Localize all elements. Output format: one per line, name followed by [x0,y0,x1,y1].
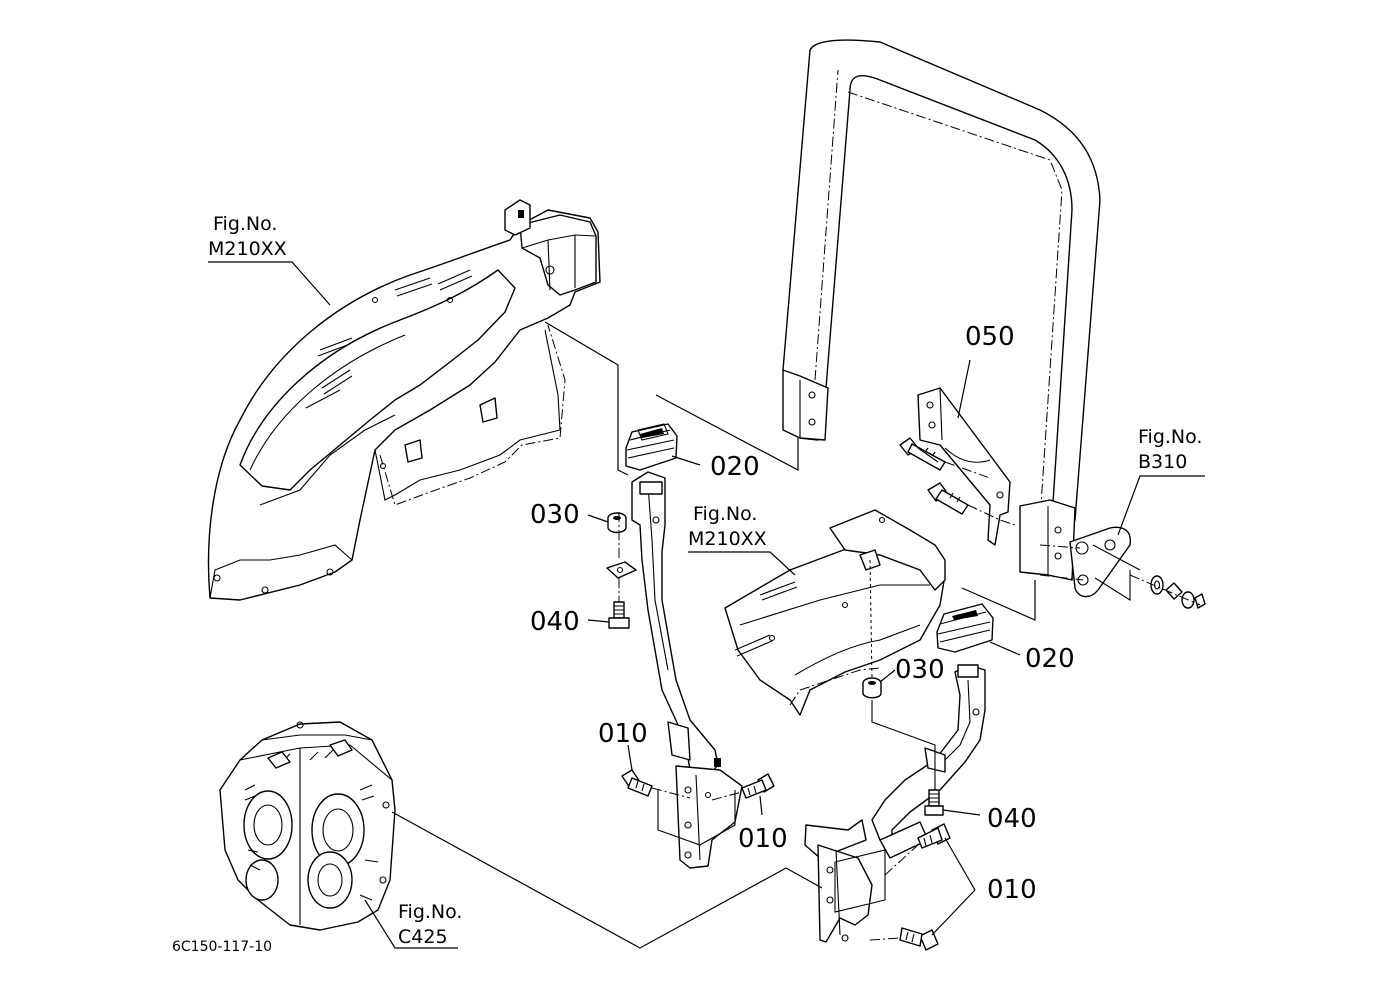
callout-040-right: 040 [987,804,1037,834]
fig-b310-code: B310 [1138,451,1187,473]
washer-nut-set [1129,574,1206,609]
transmission-case [219,721,396,931]
fig-right-fender-leader [688,551,796,576]
left-spacer-030 [607,512,627,534]
p010-left-a-leader [627,744,633,771]
left-rubber-mount-020 [625,423,678,471]
fig-left-fender-prefix: Fig.No. [213,213,277,235]
fig-left-fender-leader [208,261,331,306]
left-bolt-010-b [741,773,775,799]
p010-right-leader [931,837,976,936]
p030-right-leader [879,669,896,683]
fig-b310-prefix: Fig.No. [1138,426,1202,448]
bracket-bolt-line-2 [944,461,991,479]
right-bolt-010-a [917,823,951,849]
right-support-bracket [804,664,986,943]
left-bolt-box [657,790,736,846]
callout-010-left-a: 010 [598,719,648,749]
right-fender [724,509,946,716]
callout-030-right: 030 [895,655,945,685]
right-rubber-mount-020 [936,603,994,653]
fig-c425-code: C425 [398,926,448,948]
callout-050: 050 [965,322,1015,352]
callout-010-right: 010 [987,875,1037,905]
left-bolt-010-a [621,769,653,797]
fig-c425-prefix: Fig.No. [398,901,462,923]
bracket-bolt-line [967,504,1016,526]
diagram-code: 6C150-117-10 [172,939,272,955]
right-bolt-axis [884,844,919,876]
plate-b310 [1039,526,1141,601]
p030-left-leader [587,514,609,523]
right-bolt-box [834,849,886,913]
p040-left-leader [587,619,610,623]
left-fender [207,199,601,601]
bracket-bolt-upper [899,437,946,471]
right-mount-link [871,700,936,790]
right-bolt-040 [924,789,944,816]
left-bolt-040 [608,601,630,629]
frame-link-right [961,580,1036,621]
callout-020-right: 020 [1025,644,1075,674]
callout-030-left: 030 [530,500,580,530]
right-mount-axis [869,559,873,679]
frame-link-left [655,394,799,471]
transmission-link [391,811,823,949]
callout-040-left: 040 [530,607,580,637]
bracket-bolt-lower [927,482,969,515]
rops-frame [782,39,1101,581]
fig-b310-leader [1117,475,1205,536]
left-plate-washer [606,561,637,579]
right-spacer-030 [862,677,882,699]
left-bolt-axis-a [651,787,691,799]
callout-010-left-b: 010 [738,824,788,854]
left-fender-link [544,321,629,476]
right-bolt-axis-2 [869,937,901,941]
fig-left-fender-code: M210XX [208,238,287,260]
callout-020-left: 020 [710,452,760,482]
p020-left-leader [671,455,701,466]
fig-right-fender-code: M210XX [688,528,767,550]
p020-right-leader [989,641,1021,656]
fig-right-fender-prefix: Fig.No. [693,503,757,525]
part-050-bracket [917,387,1011,546]
p010-left-b-leader [759,795,763,816]
left-bolt-axis-b [711,791,743,801]
p050-leader [957,359,971,419]
right-bolt-010-b [899,927,939,951]
fig-c425-leader [364,899,458,949]
p040-right-leader [942,809,981,816]
